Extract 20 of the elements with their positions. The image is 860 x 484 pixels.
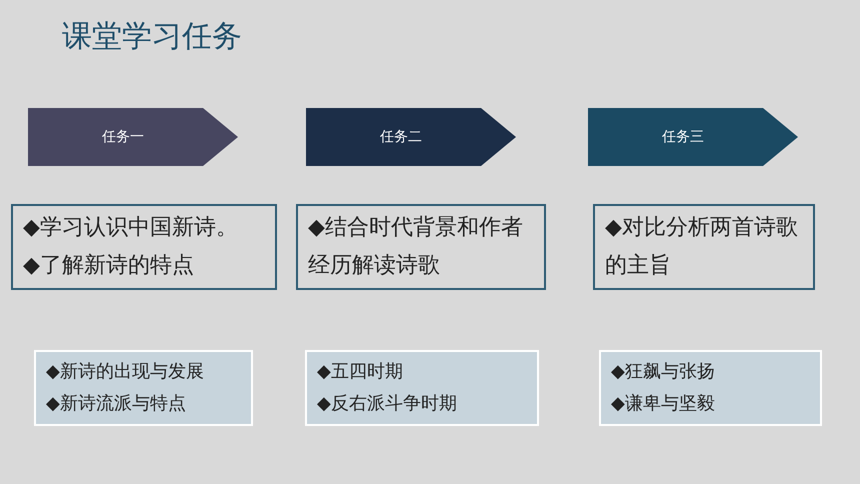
title: 课堂学习任务 — [62, 18, 242, 56]
topic-text: ◆五四时期 — [317, 360, 404, 384]
task-box — [11, 204, 277, 290]
step-label: 任务二 — [380, 128, 422, 146]
topic-text: ◆狂飙与张扬 — [611, 360, 716, 384]
topic-text: ◆谦卑与坚毅 — [611, 392, 716, 416]
task-text: ◆结合时代背景和作者经历解读诗歌 — [308, 214, 524, 280]
topic-text: ◆新诗的出现与发展 — [46, 360, 205, 384]
topic-text: ◆新诗流派与特点 — [46, 392, 187, 416]
topic-text: ◆反右派斗争时期 — [317, 392, 458, 416]
step-label: 任务一 — [102, 128, 144, 146]
topic-box — [34, 350, 253, 426]
task-box — [593, 204, 815, 290]
task-box — [296, 204, 546, 290]
task-text: ◆了解新诗的特点 — [23, 252, 195, 280]
topic-box — [305, 350, 539, 426]
task-text: ◆学习认识中国新诗。 — [23, 214, 239, 242]
task-text: ◆对比分析两首诗歌的主旨 — [605, 214, 799, 280]
step-label: 任务三 — [662, 128, 704, 146]
topic-box — [599, 350, 822, 426]
